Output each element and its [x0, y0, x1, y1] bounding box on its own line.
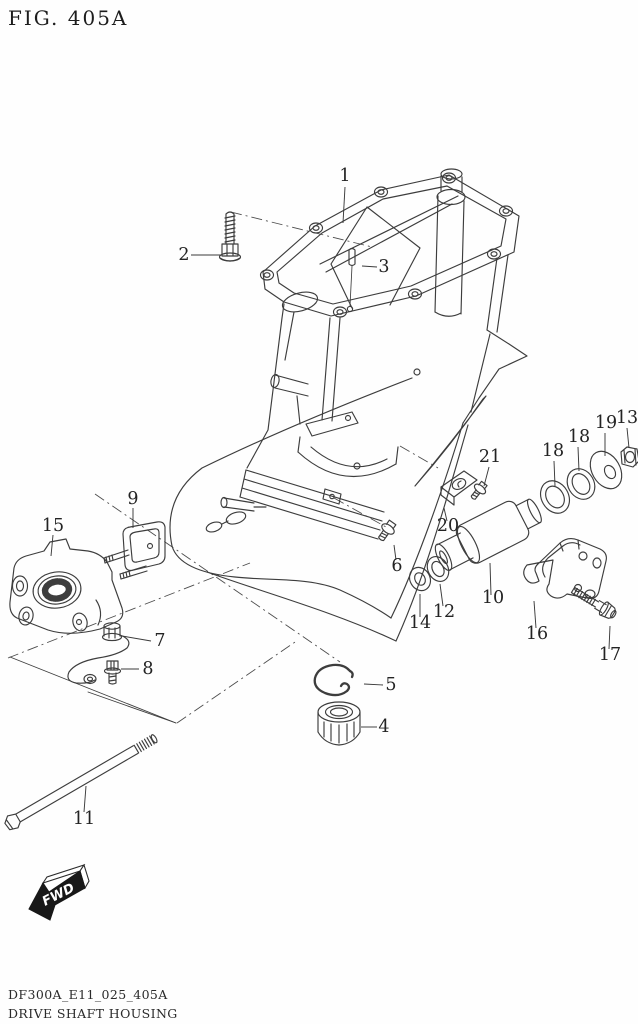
- callout-15: 15: [42, 516, 64, 536]
- callout-numbers: 1 2 3 4 5 6 7 8 9 10 11 12 13 14 15 16 1…: [42, 166, 638, 829]
- callout-2: 2: [178, 245, 189, 265]
- part-8-bolt: [103, 660, 122, 685]
- part-21-screw: [470, 480, 488, 500]
- part-14-washer: [408, 566, 432, 592]
- drawing-code: DF300A_E11_025_405A: [8, 987, 168, 1002]
- flange-bolt-holes: [259, 172, 514, 318]
- assembly-axis-lines: [9, 656, 177, 724]
- callout-20: 20: [437, 516, 459, 536]
- callout-1: 1: [339, 166, 350, 186]
- fwd-direction-marker: FWD: [28, 863, 90, 921]
- callout-17: 17: [599, 645, 621, 665]
- callout-11: 11: [73, 809, 95, 829]
- drawing-title: DRIVE SHAFT HOUSING: [8, 1006, 178, 1021]
- callout-6: 6: [391, 556, 402, 576]
- bolt-threads: [573, 587, 596, 606]
- housing-body-part-1: [169, 168, 528, 642]
- callout-4: 4: [378, 717, 389, 737]
- callout-5: 5: [385, 675, 396, 695]
- part-7-nut-lock-wire: [67, 622, 130, 685]
- callout-21: 21: [479, 447, 501, 467]
- phantom-alignment-lines: [7, 211, 439, 724]
- bolt-threads: [224, 215, 236, 243]
- callout-8: 8: [142, 659, 153, 679]
- part-19-washer: [589, 450, 623, 490]
- part-10-bushing: [434, 498, 542, 571]
- part-16-clamp: [523, 537, 607, 599]
- part-18-washer-inner: [539, 480, 571, 514]
- part-3-pin: [346, 247, 356, 313]
- callout-10: 10: [482, 588, 504, 608]
- part-4-splined-bushing: [317, 701, 361, 746]
- callout-12: 12: [433, 602, 455, 622]
- callout-3: 3: [378, 257, 389, 277]
- part-17-bolt: [570, 586, 617, 619]
- fwd-arrow-face: [28, 870, 86, 921]
- part-2-bolt: [218, 211, 242, 262]
- part-9-bracket: [103, 521, 166, 580]
- spline-teeth: [41, 578, 73, 602]
- callout-7: 7: [154, 631, 165, 651]
- part-13-nut: [620, 446, 638, 468]
- callout-18a: 18: [542, 441, 564, 461]
- callout-13: 13: [616, 408, 638, 428]
- leader-lines: [50, 186, 630, 813]
- part-5-circlip: [313, 663, 354, 697]
- part-18-washer-outer: [566, 468, 596, 500]
- part-20-block: [440, 470, 478, 506]
- callout-16: 16: [526, 624, 548, 644]
- callout-14: 14: [409, 613, 431, 633]
- part-15-mount: [9, 538, 124, 634]
- callout-19: 19: [595, 413, 617, 433]
- callout-9: 9: [127, 489, 138, 509]
- part-11-stud-bolt: [4, 734, 158, 831]
- part-6-screw: [378, 519, 397, 542]
- figure-title: FIG. 405A: [8, 6, 128, 30]
- callout-18b: 18: [568, 427, 590, 447]
